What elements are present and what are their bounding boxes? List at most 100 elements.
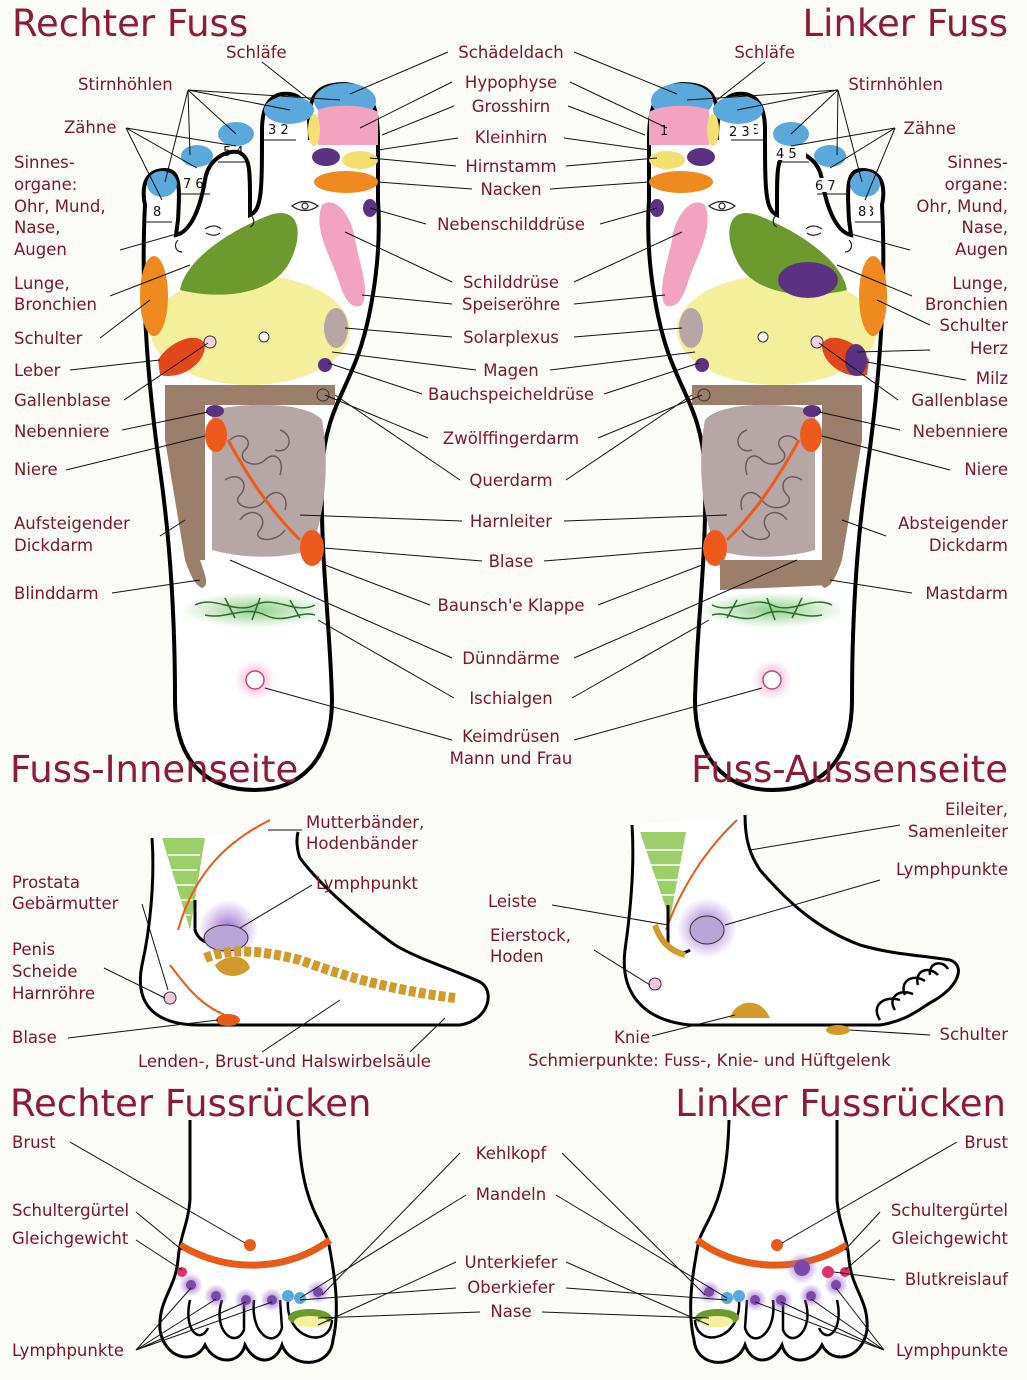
svg-text:2 3: 2 3: [729, 125, 750, 140]
svg-text:Niere: Niere: [14, 460, 58, 479]
svg-text:Gleichgewicht: Gleichgewicht: [12, 1229, 129, 1248]
title-inner-side: Fuss-Innenseite: [10, 748, 298, 791]
label-querdarm: Querdarm: [469, 471, 552, 490]
label-schilddruese: Schilddrüse: [463, 273, 559, 292]
svg-text:Mastdarm: Mastdarm: [925, 584, 1008, 603]
svg-text:Leiste: Leiste: [488, 892, 537, 911]
svg-text:Ohr, Mund,: Ohr, Mund,: [14, 197, 106, 216]
svg-text:Mutterbänder,: Mutterbänder,: [306, 813, 424, 832]
svg-text:Bronchien: Bronchien: [14, 295, 97, 314]
svg-text:Schmierpunkte: Fuss-, Knie- un: Schmierpunkte: Fuss-, Knie- und Hüftgele…: [528, 1051, 891, 1070]
instep-right-labels: Brust Schultergürtel Gleichgewicht Lymph…: [12, 1133, 129, 1360]
outer-side-labels: Eileiter, Samenleiter Lymphpunkte Leiste…: [488, 800, 1008, 1070]
label-hirnstamm: Hirnstamm: [465, 157, 556, 176]
svg-text:Lunge,: Lunge,: [952, 274, 1008, 293]
svg-text:Stirnhöhlen: Stirnhöhlen: [78, 75, 173, 94]
svg-text:4 5: 4 5: [776, 147, 797, 162]
svg-text:Gleichgewicht: Gleichgewicht: [892, 1229, 1009, 1248]
title-right-foot: Rechter Fuss: [12, 2, 248, 45]
label-grosshirn: Grosshirn: [472, 97, 551, 116]
instep-center-leaders: [299, 1152, 728, 1326]
label-keimdruesen: Keimdrüsen: [462, 727, 560, 746]
svg-text:Oberkiefer: Oberkiefer: [467, 1278, 555, 1297]
right-sole-labels: Schläfe Stirnhöhlen Zähne Sinnes- organe…: [14, 43, 287, 603]
label-harnleiter: Harnleiter: [470, 512, 552, 531]
label-hypophyse: Hypophyse: [465, 73, 557, 92]
svg-text:Augen: Augen: [14, 240, 67, 259]
svg-text:Schultergürtel: Schultergürtel: [12, 1201, 129, 1220]
label-zwoelffingerdarm: Zwölffingerdarm: [443, 429, 579, 448]
svg-text:Blinddarm: Blinddarm: [14, 584, 99, 603]
left-sole-labels: Schläfe Stirnhöhlen Zähne Sinnes- organe…: [734, 43, 1008, 603]
title-right-instep: Rechter Fussrücken: [10, 1082, 371, 1125]
svg-text:Lunge,: Lunge,: [14, 274, 70, 293]
svg-text:Knie: Knie: [614, 1028, 650, 1047]
svg-text:Milz: Milz: [976, 369, 1008, 388]
label-nacken: Nacken: [480, 180, 541, 199]
svg-text:Nase,: Nase,: [14, 218, 60, 237]
svg-text:Schulter: Schulter: [14, 329, 83, 348]
svg-text:Niere: Niere: [964, 460, 1008, 479]
svg-text:Aufsteigender: Aufsteigender: [14, 514, 130, 533]
svg-text:Lymphpunkte: Lymphpunkte: [896, 1341, 1008, 1360]
label-blase: Blase: [489, 552, 534, 571]
svg-text:Leber: Leber: [14, 361, 61, 380]
label-schaedeldach: Schädeldach: [458, 43, 563, 62]
label-ischialgen: Ischialgen: [469, 689, 552, 708]
label-solarplexus: Solarplexus: [463, 328, 559, 347]
svg-text:Samenleiter: Samenleiter: [908, 822, 1008, 841]
svg-text:Mandeln: Mandeln: [476, 1185, 546, 1204]
spleen-zone: [845, 344, 867, 376]
instep-left-leaders: [754, 1141, 958, 1351]
svg-text:organe:: organe:: [14, 175, 77, 194]
left-sole-diagram: [646, 81, 889, 792]
svg-text:1: 1: [660, 124, 668, 139]
svg-text:organe:: organe:: [945, 175, 1008, 194]
svg-text:Augen: Augen: [955, 240, 1008, 259]
title-left-instep: Linker Fussrücken: [675, 1082, 1006, 1125]
label-speiseroehre: Speiseröhre: [462, 295, 560, 314]
svg-text:6 7: 6 7: [815, 179, 836, 194]
svg-text:Zähne: Zähne: [64, 118, 116, 137]
svg-text:Nebenniere: Nebenniere: [913, 422, 1008, 441]
svg-text:Herz: Herz: [970, 339, 1008, 358]
sole-center-labels: Schädeldach Hypophyse Grosshirn Kleinhir…: [428, 43, 594, 768]
svg-text:Scheide: Scheide: [12, 962, 77, 981]
inner-side-leaders: [67, 829, 446, 1053]
label-magen: Magen: [483, 361, 538, 380]
svg-text:Absteigender: Absteigender: [898, 514, 1008, 533]
svg-text:Kehlkopf: Kehlkopf: [476, 1144, 548, 1163]
svg-text:Schultergürtel: Schultergürtel: [891, 1201, 1008, 1220]
instep-left-labels: Brust Schultergürtel Gleichgewicht Blutk…: [891, 1133, 1009, 1360]
outer-side-leaders: [551, 824, 931, 1037]
svg-text:Dickdarm: Dickdarm: [14, 536, 93, 555]
title-outer-side: Fuss-Aussenseite: [691, 748, 1008, 791]
left-instep-diagram: [691, 1120, 868, 1362]
svg-text:Blutkreislauf: Blutkreislauf: [905, 1270, 1009, 1289]
svg-text:Schulter: Schulter: [940, 316, 1009, 335]
label-bauchspeicheldruese: Bauchspeicheldrüse: [428, 385, 594, 404]
instep-right-leaders: [69, 1141, 273, 1351]
inner-side-diagram: [138, 819, 490, 1027]
svg-text:Schläfe: Schläfe: [226, 43, 287, 62]
svg-text:Dickdarm: Dickdarm: [929, 536, 1008, 555]
svg-text:Sinnes-: Sinnes-: [14, 153, 75, 172]
svg-text:Zähne: Zähne: [904, 119, 956, 138]
svg-text:Nase: Nase: [490, 1302, 531, 1321]
heart-zone: [778, 262, 838, 298]
svg-text:Sinnes-: Sinnes-: [947, 153, 1008, 172]
svg-text:Bronchien: Bronchien: [925, 295, 1008, 314]
left-instep-extras: [786, 1252, 834, 1284]
rectum-zone: [700, 560, 830, 590]
right-sole-leaders: [65, 61, 341, 594]
svg-text:Eierstock,: Eierstock,: [490, 926, 571, 945]
svg-text:Nebenniere: Nebenniere: [14, 422, 109, 441]
svg-text:Gebärmutter: Gebärmutter: [12, 894, 119, 913]
svg-text:Schulter: Schulter: [940, 1025, 1009, 1044]
left-sole-leaders: [686, 61, 967, 594]
right-instep-diagram: [160, 1120, 337, 1362]
svg-text:Brust: Brust: [12, 1133, 56, 1152]
svg-text:Penis: Penis: [12, 940, 55, 959]
svg-text:8: 8: [858, 205, 866, 220]
